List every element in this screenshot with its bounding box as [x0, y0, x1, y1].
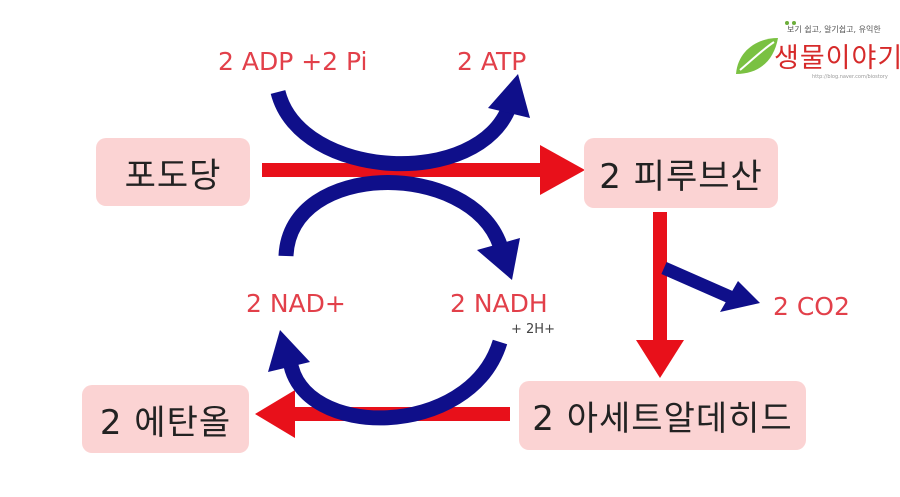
label-hydrogen: + 2H+: [511, 322, 555, 337]
arrowhead-nad: [268, 330, 310, 372]
label-co2: 2 CO2: [773, 292, 850, 321]
arrowhead-atp: [488, 74, 530, 118]
leaf-icon: [736, 38, 778, 74]
label-atp: 2 ATP: [457, 47, 527, 76]
arrowhead-pyruvate: [540, 145, 585, 195]
node-pyruvate: 2 피루브산: [584, 138, 778, 208]
arrow-nadh-to-nad: [282, 339, 508, 426]
node-glucose: 포도당: [96, 138, 250, 206]
arrowhead-acetaldehyde: [636, 340, 684, 378]
arrowhead-co2: [720, 281, 760, 312]
logo-name: 생물이야기: [774, 43, 900, 74]
arrow-co2-branch: [661, 262, 733, 303]
label-nad: 2 NAD+: [246, 289, 346, 318]
arrow-nad-to-nadh: [278, 175, 508, 257]
blog-logo: 보기 쉽고, 알기쉽고, 유익한 생물이야기 http://blog.naver…: [732, 20, 900, 92]
arrowhead-nadh: [477, 238, 520, 280]
node-ethanol: 2 에탄올: [82, 385, 249, 453]
dots-icon: [785, 21, 796, 25]
label-adp: 2 ADP +2 Pi: [218, 47, 368, 76]
arrowhead-ethanol: [255, 390, 295, 438]
logo-url: http://blog.naver.com/biostory: [812, 74, 888, 80]
logo-tagline: 보기 쉽고, 알기쉽고, 유익한: [787, 25, 881, 34]
node-acetaldehyde: 2 아세트알데히드: [519, 381, 806, 450]
arrow-adp-to-atp: [270, 89, 518, 172]
label-nadh: 2 NADH: [450, 289, 548, 318]
